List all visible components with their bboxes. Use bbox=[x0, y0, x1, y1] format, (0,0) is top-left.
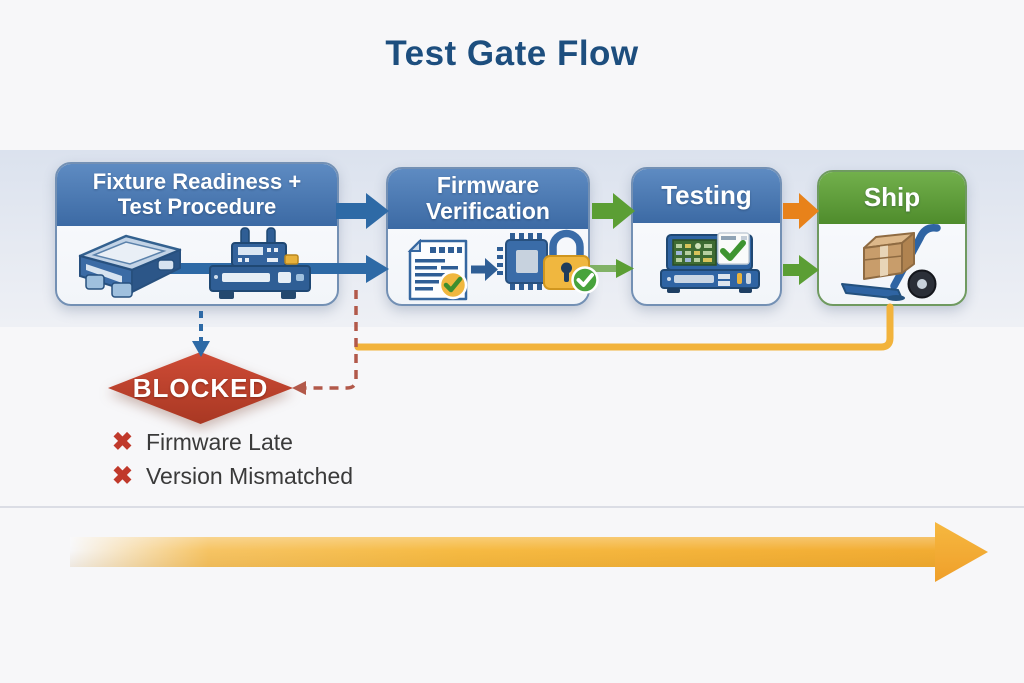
x-mark-icon: ✖ bbox=[112, 462, 133, 490]
blocked-dashed-arrowhead-icon bbox=[292, 381, 306, 395]
test-instrument-icon bbox=[209, 227, 311, 299]
page-title: Test Gate Flow bbox=[385, 34, 639, 73]
x-mark-icon: ✖ bbox=[112, 428, 133, 456]
stage-label-line1: Ship bbox=[863, 182, 921, 213]
reason-text: Firmware Late bbox=[145, 429, 293, 455]
stage-firmware-verification: Firmware Verification bbox=[386, 167, 590, 306]
hand-truck-icon bbox=[841, 223, 941, 301]
stage-fixture-readiness-header: Fixture Readiness + Test Procedure bbox=[57, 164, 337, 226]
stage-testing-header: Testing bbox=[633, 169, 780, 223]
list-item: ✖ Firmware Late bbox=[112, 429, 353, 456]
horizontal-divider bbox=[0, 506, 1024, 508]
blocked-diamond: BLOCKED bbox=[108, 352, 293, 424]
lock-check-icon bbox=[543, 229, 599, 294]
stage-ship-header: Ship bbox=[819, 172, 965, 224]
stage-label-line2: Test Procedure bbox=[117, 194, 277, 219]
blocked-diamond-wrap: BLOCKED bbox=[108, 352, 293, 424]
stage-label-line2: Verification bbox=[426, 198, 550, 224]
list-item: ✖ Version Mismatched bbox=[112, 463, 353, 490]
timeline-arrow-body bbox=[70, 537, 936, 567]
timeline-arrow-head-icon bbox=[935, 522, 988, 582]
chip-icon bbox=[497, 233, 548, 290]
blocked-label: BLOCKED bbox=[132, 372, 269, 403]
stage-label-line1: Fixture Readiness + bbox=[92, 169, 302, 195]
stage-firmware-verification-header: Firmware Verification bbox=[388, 169, 588, 229]
blocked-reasons-list: ✖ Firmware Late ✖ Version Mismatched bbox=[112, 429, 353, 497]
stage-label-line1: Firmware bbox=[436, 172, 540, 199]
stage-fixture-readiness: Fixture Readiness + Test Procedure bbox=[55, 162, 339, 306]
test-station-icon bbox=[660, 232, 760, 293]
test-fixture-icon bbox=[78, 234, 182, 298]
reason-text: Version Mismatched bbox=[145, 463, 354, 489]
doc-to-chip-arrow-icon bbox=[471, 258, 498, 281]
document-check-icon bbox=[407, 239, 468, 301]
stage-label-line1: Testing bbox=[661, 180, 752, 211]
